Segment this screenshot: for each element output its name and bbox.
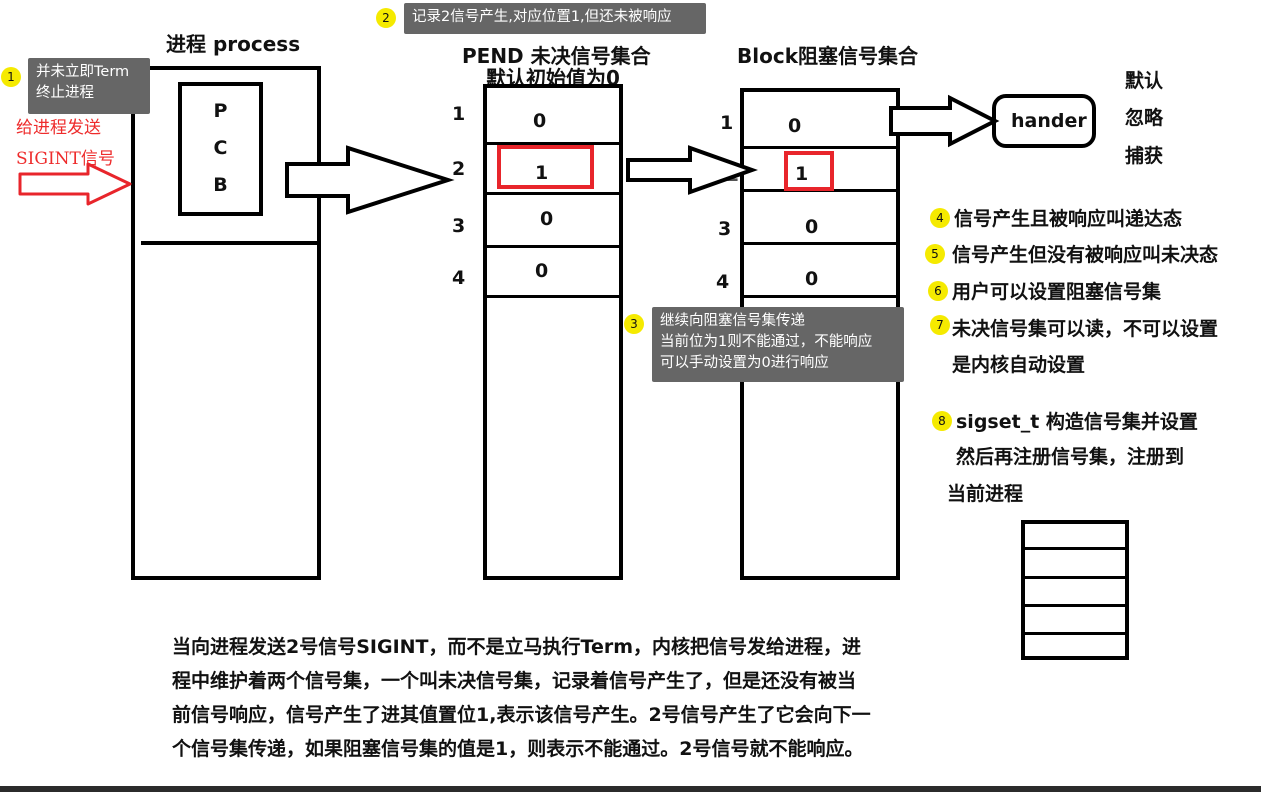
pend-highlight xyxy=(497,145,594,189)
pend-row-number-3: 3 xyxy=(452,215,466,237)
red-arrow-icon xyxy=(18,162,132,206)
sigset-stack-divider xyxy=(1025,632,1125,635)
note-badge-4: 4 xyxy=(930,208,950,228)
block-cell-3: 0 xyxy=(805,216,819,238)
pcb-letter-b: B xyxy=(213,174,228,196)
note-8-line3: 当前进程 xyxy=(947,483,1024,505)
handler-box xyxy=(992,94,1096,148)
sigset-stack-divider xyxy=(1025,576,1125,579)
pend-row-number-2: 2 xyxy=(452,158,466,180)
pend-row-divider xyxy=(487,295,619,298)
explanation-paragraph: 当向进程发送2号信号SIGINT，而不是立马执行Term，内核把信号发给进程，进… xyxy=(172,630,871,766)
process-title: 进程 process xyxy=(166,32,301,56)
pend-box: 0 1 0 0 xyxy=(483,84,623,580)
paragraph-line-2: 程中维护着两个信号集，一个叫未决信号集，记录着信号产生了，但是还没有被当 xyxy=(172,670,857,692)
handler-option-default: 默认 xyxy=(1125,70,1164,92)
block-to-handler-arrow-icon xyxy=(889,94,1000,148)
handwritten-line1: 给进程发送 xyxy=(16,118,101,138)
block-highlight xyxy=(784,151,834,191)
pend-cell-4: 0 xyxy=(535,260,549,282)
note-5: 信号产生但没有被响应叫未决态 xyxy=(952,244,1219,266)
block-row-divider xyxy=(744,295,896,298)
tooltip-1-line1: 并未立即Term xyxy=(36,64,130,80)
pend-to-block-arrow-icon xyxy=(626,145,758,195)
block-cell-1: 0 xyxy=(788,115,802,137)
note-8-line2: 然后再注册信号集，注册到 xyxy=(956,446,1185,468)
tooltip-3-line1: 继续向阻塞信号集传递 xyxy=(660,313,805,329)
process-to-pend-arrow-icon xyxy=(285,145,455,215)
block-cell-2: 1 xyxy=(795,163,809,185)
note-8-line1: sigset_t 构造信号集并设置 xyxy=(956,411,1198,433)
tooltip-1: 并未立即Term 终止进程 xyxy=(28,58,150,114)
note-6: 用户可以设置阻塞信号集 xyxy=(952,281,1162,303)
process-divider xyxy=(141,241,321,245)
pend-row-divider xyxy=(487,192,619,195)
handler-option-ignore: 忽略 xyxy=(1125,107,1164,129)
tip-badge-2: 2 xyxy=(376,8,396,28)
pcb-box: P C B xyxy=(178,82,263,216)
tooltip-1-line2: 终止进程 xyxy=(36,85,94,101)
paragraph-line-1: 当向进程发送2号信号SIGINT，而不是立马执行Term，内核把信号发给进程，进 xyxy=(172,636,861,658)
pend-cell-1: 0 xyxy=(533,110,547,132)
sigset-stack-icon xyxy=(1021,520,1129,660)
tooltip-2-line1: 记录2信号产生,对应位置1,但还未被响应 xyxy=(412,9,672,25)
tooltip-3-line2: 当前位为1则不能通过，不能响应 xyxy=(660,334,873,350)
pend-row-divider xyxy=(487,142,619,145)
tip-badge-1: 1 xyxy=(1,67,21,87)
paragraph-line-4: 个信号集传递，如果阻塞信号集的值是1，则表示不能通过。2号信号就不能响应。 xyxy=(172,738,864,760)
note-7-line2: 是内核自动设置 xyxy=(952,354,1086,376)
tooltip-2: 记录2信号产生,对应位置1,但还未被响应 xyxy=(404,3,706,34)
paragraph-line-3: 前信号响应，信号产生了进其值置位1,表示该信号产生。2号信号产生了它会向下一 xyxy=(172,704,871,726)
note-badge-7: 7 xyxy=(930,315,950,335)
note-badge-5: 5 xyxy=(925,244,945,264)
pend-row-divider xyxy=(487,245,619,248)
note-7-line1: 未决信号集可以读，不可以设置 xyxy=(952,318,1219,340)
tooltip-3-line3: 可以手动设置为0进行响应 xyxy=(660,355,829,371)
pend-title: PEND 未决信号集合 xyxy=(462,44,651,68)
note-badge-8: 8 xyxy=(932,411,952,431)
pend-row-number-4: 4 xyxy=(452,267,466,289)
bottom-border xyxy=(0,786,1261,792)
pend-cell-2: 1 xyxy=(535,162,549,184)
block-title: Block阻塞信号集合 xyxy=(737,44,918,68)
pcb-letter-p: P xyxy=(213,100,228,122)
pcb-letter-c: C xyxy=(213,137,228,159)
block-row-divider xyxy=(744,242,896,245)
block-row-divider xyxy=(744,146,896,149)
block-cell-4: 0 xyxy=(805,268,819,290)
handler-label: hander xyxy=(1011,110,1087,132)
note-badge-6: 6 xyxy=(928,281,948,301)
handler-option-catch: 捕获 xyxy=(1125,145,1164,167)
sigset-stack-divider xyxy=(1025,547,1125,550)
block-row-number-3: 3 xyxy=(718,218,732,240)
block-row-number-4: 4 xyxy=(716,271,730,293)
note-4: 信号产生且被响应叫递达态 xyxy=(954,208,1183,230)
pend-cell-3: 0 xyxy=(540,208,554,230)
sigset-stack-divider xyxy=(1025,604,1125,607)
tooltip-3: 继续向阻塞信号集传递 当前位为1则不能通过，不能响应 可以手动设置为0进行响应 xyxy=(652,307,904,382)
pend-row-number-1: 1 xyxy=(452,103,466,125)
block-row-number-1: 1 xyxy=(720,112,734,134)
tip-badge-3: 3 xyxy=(624,314,644,334)
